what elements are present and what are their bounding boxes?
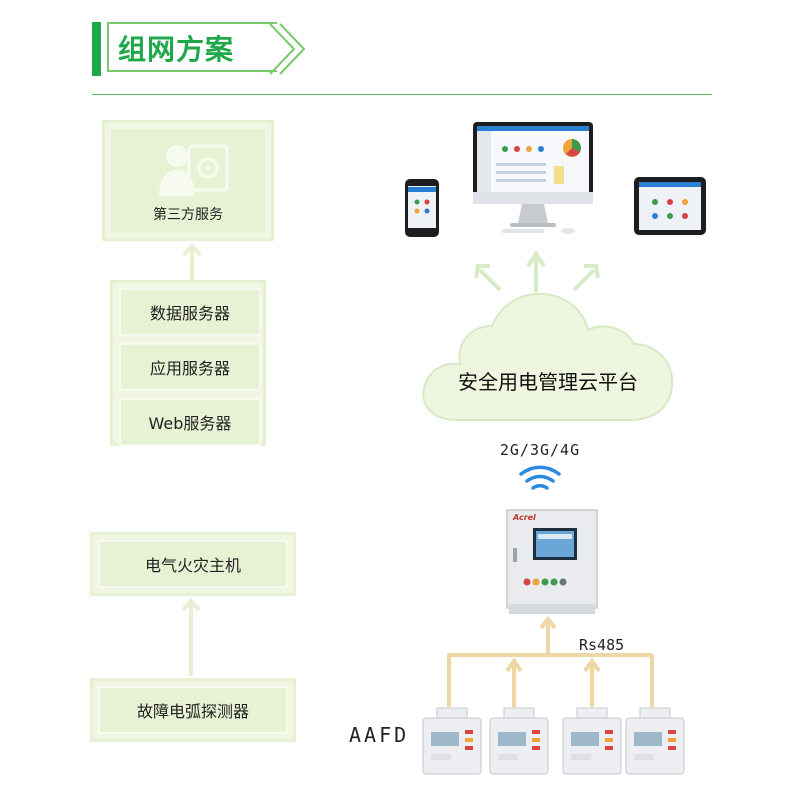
header-accent-bar: [92, 22, 101, 76]
rs485-label: Rs485: [579, 636, 625, 654]
aafd-device-icon: [625, 707, 685, 775]
fire-host-box: 电气火灾主机: [98, 540, 288, 588]
smartphone-icon: [405, 179, 439, 237]
aafd-device-icon: [422, 707, 482, 775]
rs485-bus-line: [447, 653, 653, 657]
fire-host-cabinet-icon: [506, 509, 598, 614]
desktop-monitor-icon: [473, 122, 593, 234]
network-label: 2G/3G/4G: [499, 441, 581, 459]
page-title: 组网方案: [118, 33, 235, 66]
aafd-device-icon: [562, 707, 622, 775]
wifi-icon: [519, 465, 561, 490]
header-chevron-icon: [269, 23, 306, 75]
cloud-platform-icon: [422, 292, 674, 421]
tablet-icon: [634, 177, 706, 235]
header-frame: [107, 22, 277, 72]
aafd-device-icon: [489, 707, 549, 775]
web-server-box: Web服务器: [119, 398, 261, 446]
arrow-up-icon: [182, 243, 202, 283]
bus-drop-arrows-icon: [447, 655, 654, 707]
arrow-up-icon: [181, 598, 201, 676]
service-person-icon: [159, 144, 229, 196]
cabinet-brand-logo: Acrel: [513, 513, 536, 522]
arrow-up-icon: [540, 616, 556, 656]
aafd-label: AAFD: [349, 723, 410, 747]
upload-arrows-icon: [474, 250, 600, 292]
app-server-box: 应用服务器: [119, 343, 261, 391]
third-party-label: 第三方服务: [153, 207, 223, 223]
arc-detector-box: 故障电弧探测器: [98, 686, 288, 734]
cloud-platform-label: 安全用电管理云平台: [458, 370, 638, 394]
data-server-box: 数据服务器: [119, 288, 261, 336]
header-divider: [92, 94, 712, 95]
